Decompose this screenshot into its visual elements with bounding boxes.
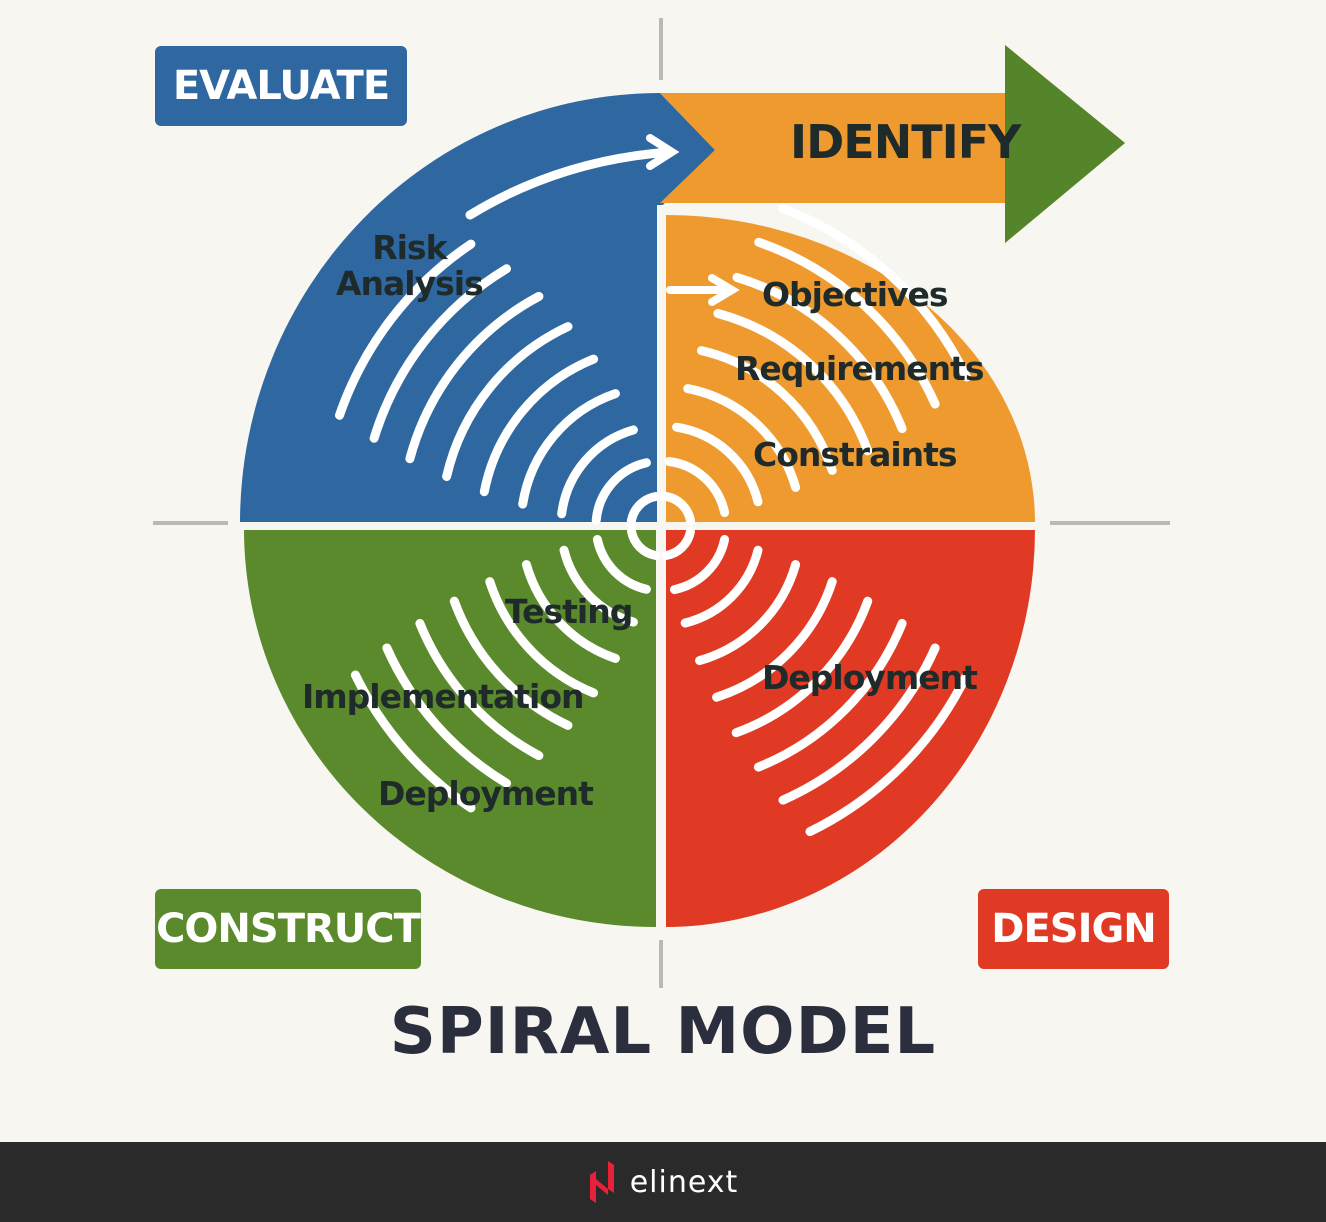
page-title: SPIRAL MODEL	[389, 995, 937, 1069]
spiral-ring-arc	[753, 618, 907, 772]
arrow-head	[1005, 45, 1125, 243]
design-tag: DESIGN	[978, 889, 1169, 969]
spiral-ring-arc	[626, 492, 661, 529]
spiral-ring-arc	[732, 272, 907, 434]
spiral-ring-arc	[697, 346, 837, 475]
spiral-ring-arc	[805, 670, 972, 837]
identify-quadrant	[666, 215, 1035, 523]
spiral-ring-arc	[592, 535, 651, 594]
spiral-ring-arc	[415, 618, 544, 761]
spiral-rings	[335, 204, 972, 837]
spiral-ring-arc	[672, 422, 763, 507]
spiral-ring-arc	[518, 389, 620, 509]
spiral-ring-arc	[778, 643, 940, 805]
spiral-ring-arc	[449, 596, 573, 730]
risk-analysis-label: Risk Analysis	[336, 228, 484, 304]
spiral-ring-arc	[659, 491, 695, 526]
spiral-ring-arc	[485, 577, 599, 698]
objectives-arrow-icon	[666, 274, 740, 306]
spiral-ring-arc	[712, 577, 837, 702]
spiral-ring-arc	[661, 526, 695, 560]
evaluate-quadrant	[240, 93, 715, 523]
identify-label: IDENTIFY	[790, 115, 1021, 169]
spiral-ring-arc	[670, 535, 730, 595]
deployment-design-label: Deployment	[762, 658, 978, 697]
spiral-ring-arc	[695, 560, 801, 666]
spiral-arrow-icon	[465, 147, 675, 220]
spiral-ring-arc	[382, 643, 511, 788]
spiral-ring-arc	[778, 204, 972, 382]
constraints-label: Constraints	[753, 435, 958, 474]
design-quadrant	[666, 529, 1035, 927]
requirements-label: Requirements	[735, 349, 985, 388]
spiral-ring-arc	[683, 384, 801, 492]
construct-quadrant	[244, 529, 656, 927]
spiral-ring-arc	[559, 545, 638, 627]
deployment-construct-label: Deployment	[378, 774, 594, 813]
spiral-ring-arc	[731, 596, 873, 738]
spiral-ring-arc	[713, 309, 873, 456]
spiral-ring-arc	[627, 526, 661, 560]
spiral-ring-arc	[405, 291, 544, 464]
spiral-ring-arc	[369, 264, 511, 443]
spiral-ring-arc	[479, 354, 599, 497]
implementation-label: Implementation	[302, 677, 585, 716]
spiral-ring-arc	[591, 458, 651, 525]
footer: elinext	[0, 1142, 1326, 1222]
spiral-ring-arc	[335, 239, 476, 420]
spiral-ring-arc	[754, 237, 940, 409]
spiral-ring-arc	[442, 322, 573, 481]
brand-name: elinext	[629, 1164, 739, 1200]
evaluate-tag: EVALUATE	[155, 46, 407, 126]
spiral-ring-arc	[521, 560, 620, 663]
objectives-label: Objectives	[762, 275, 949, 314]
spiral-ring-arc	[680, 545, 763, 628]
spiral-diagram	[153, 18, 1170, 988]
spiral-ring-arc	[350, 670, 476, 813]
construct-tag: CONSTRUCT	[155, 889, 421, 969]
spiral-ring-arc	[664, 457, 730, 517]
testing-label: Testing	[505, 592, 633, 631]
spiral-ring-arc	[557, 425, 638, 519]
elinext-logo-icon	[589, 1161, 614, 1203]
